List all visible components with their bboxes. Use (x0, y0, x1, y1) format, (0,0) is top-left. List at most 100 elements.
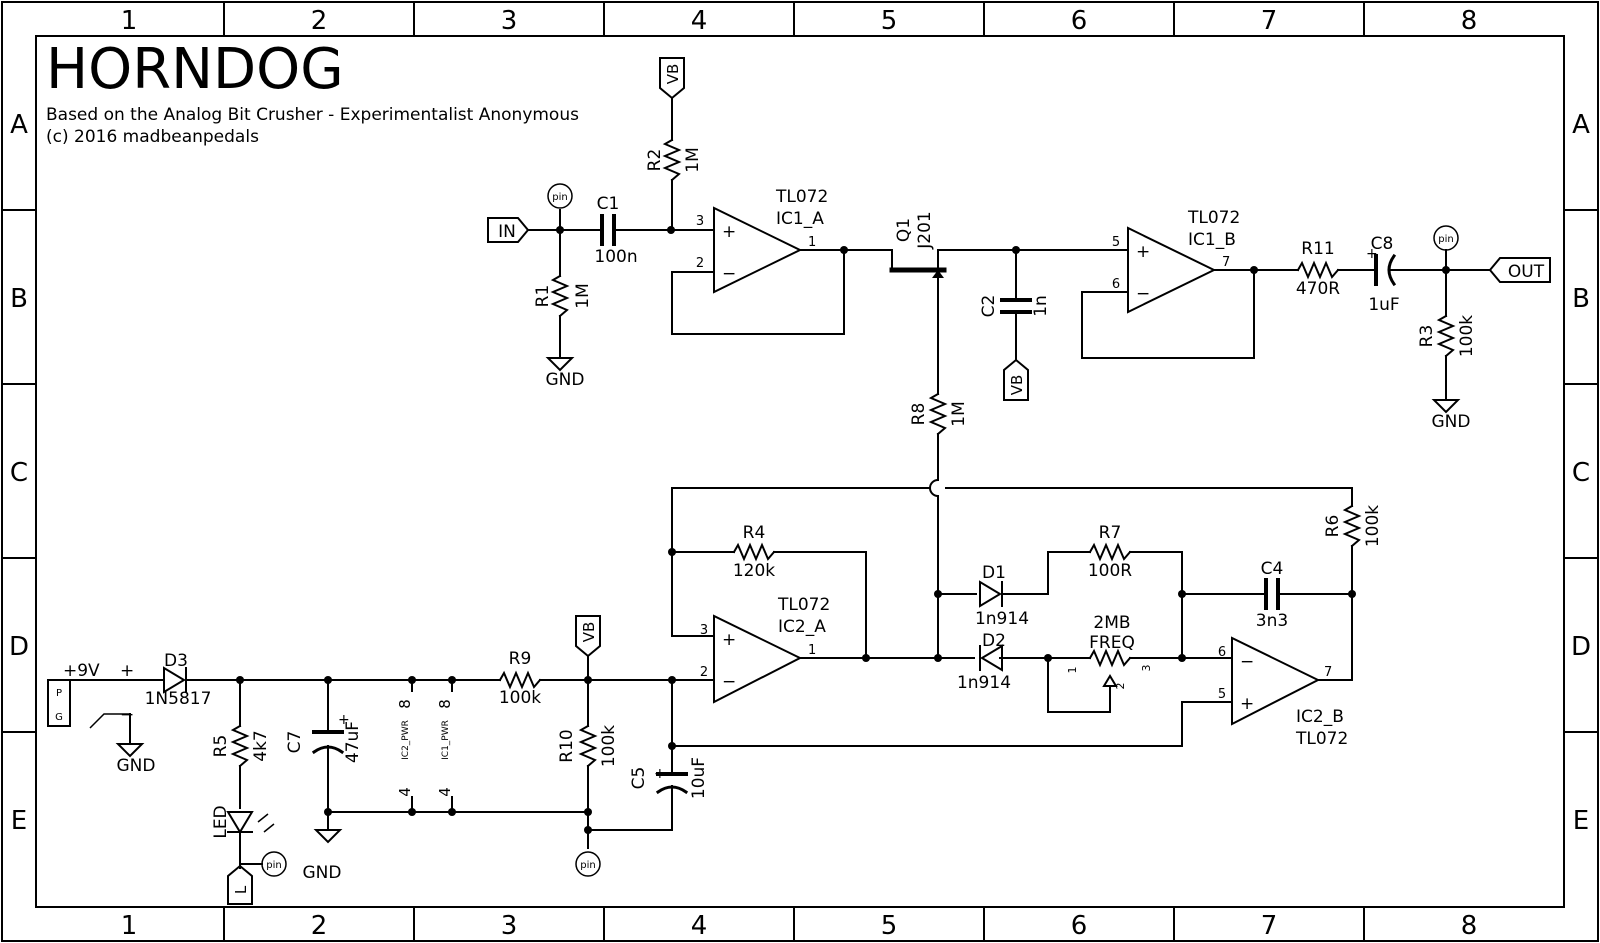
svg-text:7: 7 (1222, 255, 1230, 270)
subtitle: Based on the Analog Bit Crusher - Experi… (46, 105, 579, 125)
col-label: 6 (1071, 6, 1088, 36)
svg-text:IC1_PWR: IC1_PWR (441, 720, 451, 760)
svg-text:C5: C5 (629, 767, 649, 790)
svg-text:IN: IN (498, 222, 516, 242)
resistor-r3: R3 100k (1417, 315, 1477, 357)
output-port: OUT (1488, 257, 1551, 283)
page-title: HORNDOG (46, 37, 344, 102)
svg-text:100k: 100k (599, 725, 619, 767)
led: LED (211, 805, 275, 839)
svg-text:pin: pin (552, 192, 567, 203)
svg-text:2MB: 2MB (1093, 613, 1130, 633)
capacitor-c5: + C5 10uF (629, 757, 709, 799)
svg-text:+: + (722, 630, 736, 650)
row-label: A (10, 110, 28, 140)
col-label: 8 (1461, 911, 1478, 941)
svg-text:IC1_A: IC1_A (776, 209, 824, 229)
jfet-q1: Q1 J201 (889, 211, 1017, 395)
svg-text:3: 3 (696, 214, 704, 229)
svg-text:TL072: TL072 (775, 187, 828, 207)
capacitor-c1: C1 100n (594, 194, 637, 267)
ground-symbol: GND (303, 829, 343, 883)
svg-text:3: 3 (1140, 665, 1153, 672)
col-label: 5 (881, 911, 898, 941)
svg-text:IC2_PWR: IC2_PWR (401, 720, 411, 760)
svg-text:IC2_B: IC2_B (1296, 707, 1344, 727)
svg-text:GND: GND (303, 863, 342, 883)
resistor-r4: R4 120k (733, 523, 775, 581)
svg-text:+: + (654, 766, 666, 782)
vb-port: VB (1003, 358, 1029, 401)
vb-port: VB (575, 615, 601, 658)
row-label: E (1573, 806, 1589, 836)
svg-text:pin: pin (1438, 234, 1453, 245)
svg-text:D2: D2 (982, 631, 1006, 651)
svg-text:1n914: 1n914 (957, 673, 1011, 693)
svg-text:VB: VB (580, 622, 598, 643)
svg-text:−: − (1240, 652, 1254, 672)
copyright: (c) 2016 madbeanpedals (46, 127, 259, 147)
svg-text:D3: D3 (164, 651, 188, 671)
svg-text:LED: LED (211, 805, 231, 838)
svg-text:1M: 1M (683, 147, 703, 172)
svg-text:+: + (1240, 694, 1254, 714)
potentiometer-freq: 2MB FREQ 1 2 3 (1066, 613, 1153, 690)
svg-text:−: − (722, 672, 736, 692)
svg-text:+9V: +9V (63, 661, 100, 681)
col-label: 5 (881, 6, 898, 36)
col-label: 3 (501, 911, 518, 941)
svg-text:D1: D1 (982, 563, 1006, 583)
opamp-ic2a: + − 3 2 1 TL072 IC2_A (700, 595, 830, 704)
svg-text:C8: C8 (1371, 234, 1394, 254)
resistor-r5: R5 4k7 (211, 725, 271, 767)
svg-text:−: − (1136, 284, 1150, 304)
svg-text:100k: 100k (1457, 315, 1477, 357)
svg-text:1: 1 (808, 643, 816, 658)
svg-text:GND: GND (117, 756, 156, 776)
svg-text:VB: VB (1008, 375, 1026, 396)
svg-text:pin: pin (266, 860, 281, 871)
test-pin: pin (547, 183, 573, 209)
svg-text:GND: GND (1432, 412, 1471, 432)
svg-text:1uF: 1uF (1368, 295, 1399, 315)
svg-text:8: 8 (396, 699, 414, 709)
svg-text:C4: C4 (1261, 559, 1284, 579)
svg-text:47uF: 47uF (343, 721, 363, 763)
svg-text:6: 6 (1218, 645, 1226, 660)
svg-text:1N5817: 1N5817 (145, 689, 212, 709)
col-label: 8 (1461, 6, 1478, 36)
row-label: D (9, 632, 29, 662)
diode-d2: D2 1n914 (957, 631, 1011, 693)
svg-text:TL072: TL072 (1295, 729, 1348, 749)
test-pin: pin (575, 851, 601, 877)
svg-text:2: 2 (700, 665, 708, 680)
svg-text:120k: 120k (733, 561, 775, 581)
svg-text:100R: 100R (1088, 561, 1132, 581)
svg-text:100k: 100k (499, 688, 541, 708)
resistor-r2: R2 1M (645, 139, 703, 181)
svg-text:R11: R11 (1301, 239, 1334, 259)
row-label: A (1572, 110, 1590, 140)
ground-symbol: GND (546, 357, 584, 390)
svg-text:C1: C1 (597, 194, 620, 214)
resistor-r7: R7 100R (1088, 523, 1132, 581)
svg-text:R2: R2 (645, 149, 665, 172)
svg-text:G: G (55, 712, 63, 723)
svg-text:4: 4 (396, 787, 414, 797)
ic2-power-pins: IC2_PWR 8 4 (396, 692, 420, 797)
svg-text:10uF: 10uF (689, 757, 709, 799)
svg-text:R7: R7 (1099, 523, 1122, 543)
svg-text:TL072: TL072 (777, 595, 830, 615)
row-label: C (1572, 458, 1590, 488)
row-label: B (10, 284, 28, 314)
resistor-r6: R6 100k (1323, 505, 1383, 547)
svg-text:R9: R9 (509, 649, 532, 669)
row-label: B (1572, 284, 1590, 314)
svg-text:8: 8 (436, 699, 454, 709)
diode-d3: D3 1N5817 (145, 651, 212, 709)
ground-symbol: GND (115, 743, 156, 776)
row-label: D (1571, 632, 1591, 662)
opamp-ic1a: + − 3 2 1 TL072 IC1_A (696, 187, 828, 294)
